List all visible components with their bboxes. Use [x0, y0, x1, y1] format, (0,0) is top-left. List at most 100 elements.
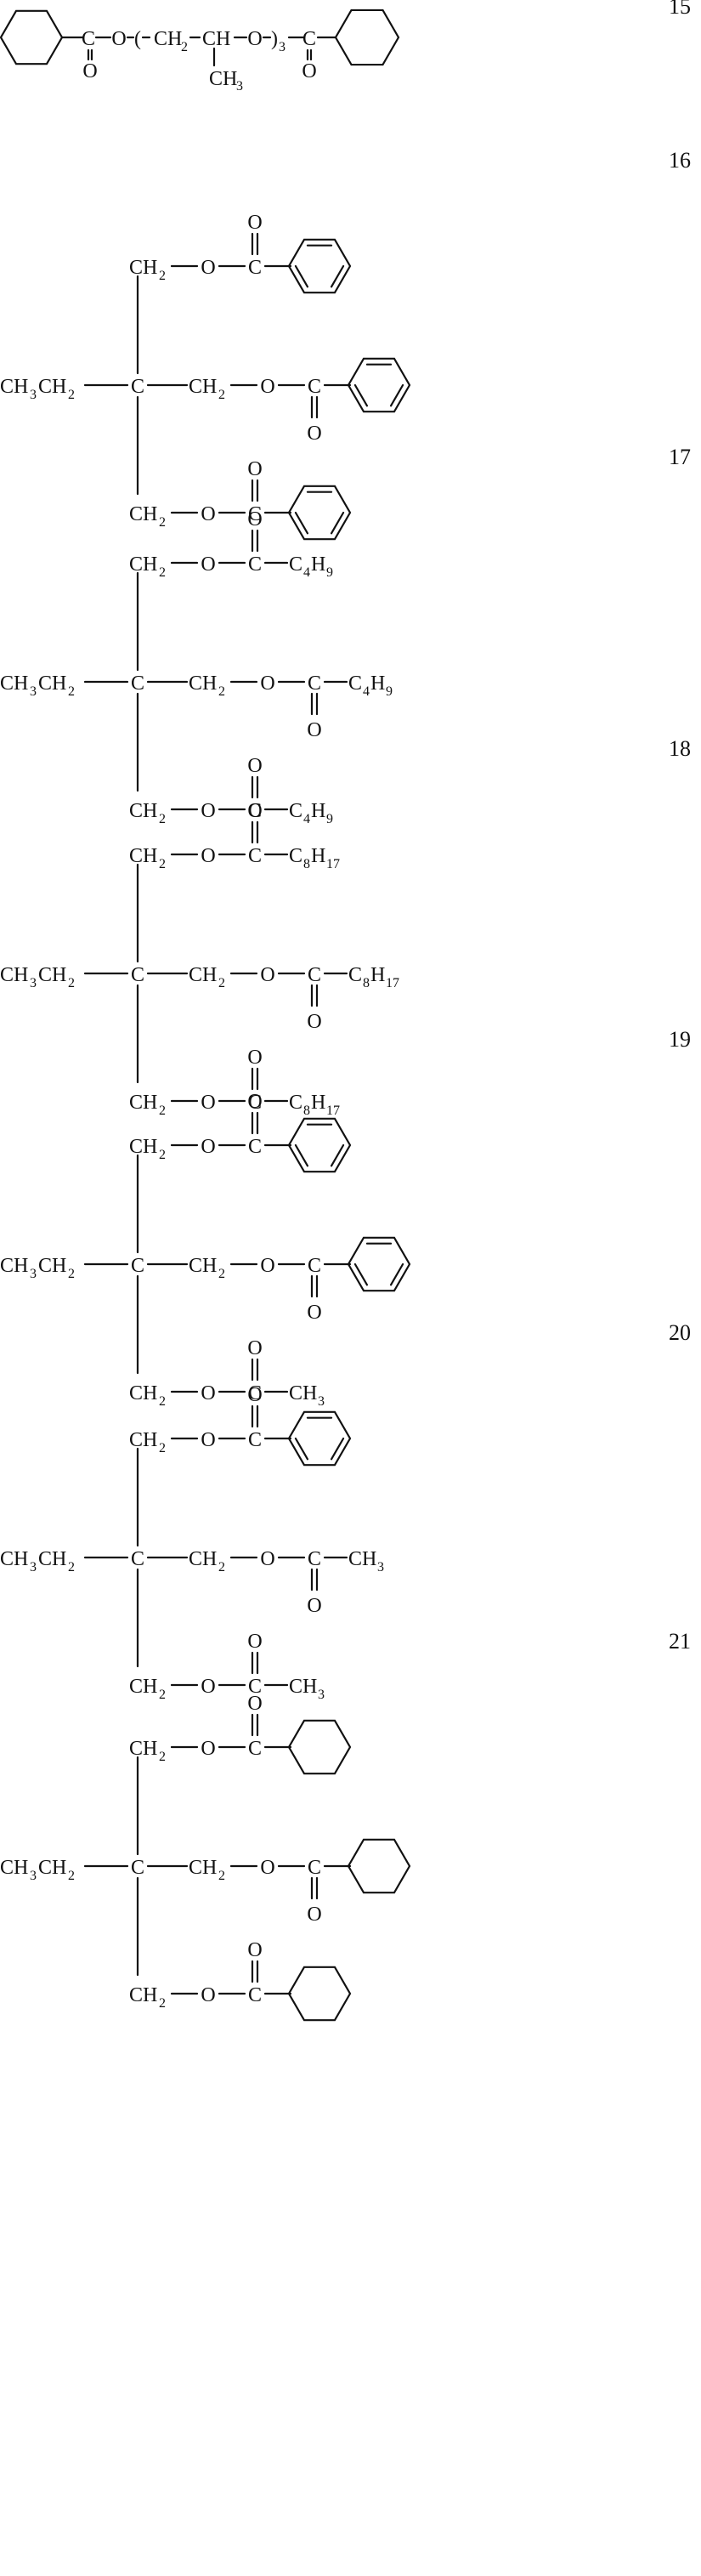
- alkyl-group: CH: [348, 1548, 376, 1570]
- arm-top: CH2OCO: [129, 212, 350, 292]
- aromatic-double-bond: [296, 1438, 308, 1459]
- methylene: CH: [189, 1548, 217, 1570]
- methylene: CH: [189, 1255, 217, 1277]
- ester-oxygen: O: [201, 1136, 215, 1158]
- carbonyl-carbon: C: [82, 28, 95, 50]
- methyl: CH: [209, 68, 237, 90]
- subscript: 3: [318, 1394, 325, 1409]
- subscript-2: 2: [159, 1996, 166, 2011]
- subscript-2: 2: [218, 976, 225, 990]
- subscript-2: 2: [159, 1441, 166, 1455]
- alkyl-hydrogen: H: [311, 1092, 325, 1114]
- subscript: 9: [326, 812, 333, 826]
- arm-top: CH2OCO: [129, 1693, 350, 1773]
- subscript: 8: [303, 857, 310, 871]
- carbonyl-carbon: C: [248, 845, 262, 867]
- subscript: 17: [326, 1104, 340, 1118]
- compound-number: 21: [669, 1629, 691, 1654]
- subscript: 4: [303, 812, 310, 826]
- carbonyl-oxygen: O: [247, 755, 262, 777]
- ester-oxygen: O: [260, 1857, 274, 1879]
- subscript: 4: [303, 565, 310, 580]
- arm-middle: CH2OCO: [189, 359, 410, 445]
- carbonyl-oxygen: O: [307, 1302, 321, 1324]
- ethyl-ch: CH: [0, 964, 28, 986]
- subscript: 3: [377, 1560, 384, 1575]
- benzene-ring: [289, 1412, 350, 1465]
- structure-18: 18CH3CH2CCH2OCOC8H17CH2OCOC8H17CH2OCOC8H…: [0, 736, 691, 1118]
- ester-oxygen: O: [260, 672, 274, 695]
- subscript-3: 3: [236, 79, 243, 94]
- ester-oxygen: O: [260, 1255, 274, 1277]
- alkyl-group: CH: [289, 1676, 317, 1698]
- methylene: CH: [129, 1382, 157, 1404]
- subscript-2: 2: [218, 1869, 225, 1883]
- carbonyl-oxygen: O: [307, 1595, 321, 1617]
- subscript-2: 2: [159, 1688, 166, 1702]
- methylene: CH: [129, 1429, 157, 1451]
- cyclohexane-ring-left: [1, 11, 62, 64]
- compound-number: 20: [669, 1320, 691, 1345]
- ester-oxygen: O: [201, 800, 215, 822]
- structure-21: 21CH3CH2CCH2OCOCH2OCOCH2OCO: [0, 1629, 691, 2020]
- methine: CH: [202, 28, 230, 50]
- compound-number: 16: [669, 148, 691, 173]
- alkyl-hydrogen: H: [311, 553, 325, 576]
- carbonyl-carbon: C: [308, 1255, 321, 1277]
- carbonyl-oxygen: O: [247, 1091, 262, 1113]
- aromatic-double-bond: [355, 385, 367, 406]
- ethyl-ch: CH: [38, 1857, 66, 1879]
- subscript-3: 3: [30, 388, 37, 402]
- ethyl-ch: CH: [38, 1255, 66, 1277]
- subscript-3: 3: [30, 684, 37, 699]
- arm-bottom: CH2OCOC4H9: [129, 755, 333, 826]
- carbonyl-oxygen: O: [307, 719, 321, 741]
- benzene-ring: [289, 240, 350, 292]
- alkyl-hydrogen: H: [311, 800, 325, 822]
- carbonyl-oxygen: O: [82, 60, 97, 82]
- subscript-2: 2: [218, 1560, 225, 1575]
- structure-20: 20CH3CH2CCH2OCOCH2OCOCH3CH2OCOCH3: [0, 1320, 691, 1702]
- carbonyl-oxygen: O: [247, 212, 262, 234]
- subscript-2: 2: [218, 388, 225, 402]
- arm-bottom: CH2OCOCH3: [129, 1337, 325, 1409]
- methylene: CH: [154, 28, 182, 50]
- ester-oxygen: O: [111, 28, 126, 50]
- arm-bottom: CH2OCO: [129, 458, 350, 539]
- arm-bottom: CH2OCOCH3: [129, 1631, 325, 1702]
- ester-oxygen: O: [201, 845, 215, 867]
- methylene: CH: [129, 800, 157, 822]
- aromatic-double-bond: [331, 513, 343, 533]
- subscript-3: 3: [30, 1560, 37, 1575]
- cyclohexane-ring: [348, 1840, 410, 1892]
- compound-number: 19: [669, 1027, 691, 1052]
- ethyl-ch: CH: [0, 1857, 28, 1879]
- ester-oxygen: O: [201, 1429, 215, 1451]
- arm-middle: CH2OCOCH3: [189, 1548, 384, 1617]
- carbonyl-oxygen: O: [247, 508, 262, 531]
- carbonyl-oxygen: O: [307, 1904, 321, 1926]
- alkyl-group: C: [289, 1092, 302, 1114]
- compound-number: 15: [669, 0, 691, 19]
- carbonyl-carbon: C: [248, 1429, 262, 1451]
- ester-oxygen: O: [260, 1548, 274, 1570]
- carbonyl-oxygen: O: [307, 1011, 321, 1033]
- alkyl-group: C: [348, 964, 362, 986]
- subscript-2: 2: [218, 1267, 225, 1281]
- arm-middle: CH2OCOC4H9: [189, 672, 393, 741]
- methylene: CH: [129, 1136, 157, 1158]
- quaternary-carbon: C: [131, 1548, 144, 1570]
- carbonyl-carbon: C: [248, 553, 262, 576]
- carbonyl-oxygen: O: [247, 1384, 262, 1406]
- carbonyl-oxygen: O: [247, 1631, 262, 1653]
- methylene: CH: [129, 553, 157, 576]
- aromatic-double-bond: [331, 1438, 343, 1459]
- subscript-2: 2: [68, 1267, 75, 1281]
- compound-number: 18: [669, 736, 691, 761]
- aromatic-double-bond: [296, 266, 308, 287]
- benzene-ring: [289, 486, 350, 539]
- carbonyl-oxygen: O: [302, 60, 316, 82]
- carbonyl-carbon: C: [248, 257, 262, 279]
- carbonyl-carbon: C: [308, 964, 321, 986]
- arm-middle: CH2OCO: [189, 1238, 410, 1324]
